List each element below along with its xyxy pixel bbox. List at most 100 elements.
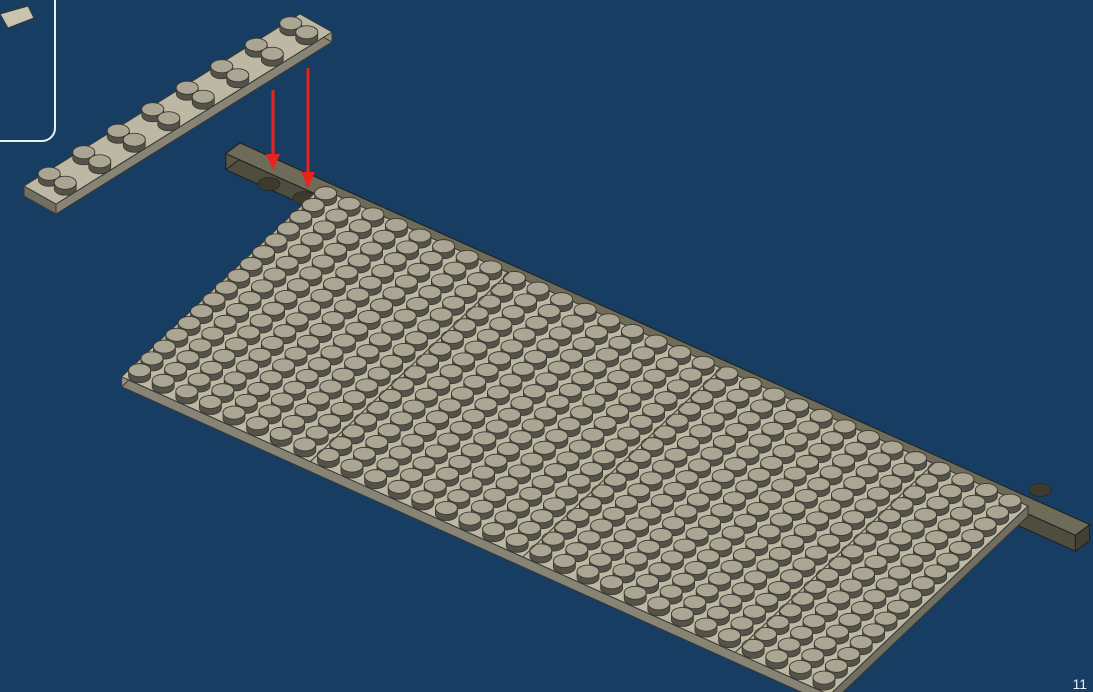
stud-top: [283, 416, 305, 429]
stud-top: [383, 287, 405, 300]
stud-top: [613, 564, 635, 577]
stud-top: [890, 532, 912, 545]
stud-top: [475, 398, 497, 411]
stud-top: [912, 577, 934, 590]
stud-top: [295, 404, 317, 417]
stud-top: [814, 637, 836, 650]
stud-top: [425, 445, 447, 458]
stud-top: [521, 453, 543, 466]
stud-top: [569, 440, 591, 453]
stud-top: [483, 523, 505, 536]
stud-top: [558, 418, 580, 431]
stud-top: [794, 524, 816, 537]
stud-top: [342, 425, 364, 438]
stud-top: [238, 326, 260, 339]
stud-top: [726, 424, 748, 437]
stud-top: [667, 380, 689, 393]
stud-top: [867, 487, 889, 500]
stud-top: [762, 422, 784, 435]
stud-top: [189, 339, 211, 352]
stud-top: [313, 221, 335, 234]
stud-top: [212, 384, 234, 397]
stud-top: [619, 393, 641, 406]
stud-top: [265, 234, 287, 247]
stud-top: [384, 253, 406, 266]
stud-top: [593, 451, 615, 464]
stud-top: [939, 485, 961, 498]
stud-top: [392, 378, 414, 391]
stud-top: [511, 397, 533, 410]
stud-top: [240, 258, 262, 271]
stud-top: [916, 474, 938, 487]
stud-top: [949, 541, 971, 554]
stud-top: [903, 486, 925, 499]
stud-top: [343, 391, 365, 404]
stud-top: [844, 477, 866, 490]
stud-top: [522, 419, 544, 432]
stud-top: [820, 466, 842, 479]
stud-top: [577, 565, 599, 578]
stud-top: [767, 616, 789, 629]
stud-top: [722, 526, 744, 539]
stud-top: [697, 550, 719, 563]
stud-top: [336, 266, 358, 279]
stud-top: [627, 518, 649, 531]
stud-top: [736, 480, 758, 493]
stud-top: [589, 553, 611, 566]
stud-top: [702, 413, 724, 426]
stud-top: [749, 434, 771, 447]
stud-top: [465, 341, 487, 354]
stud-top: [441, 331, 463, 344]
stud-top: [250, 314, 272, 327]
stud-top: [785, 433, 807, 446]
stud-top: [460, 478, 482, 491]
stud-top: [778, 638, 800, 651]
stud-top: [875, 612, 897, 625]
stud-top: [605, 439, 627, 452]
stud-top: [841, 545, 863, 558]
stud-top: [152, 374, 174, 387]
stud-top: [715, 401, 737, 414]
stud-top: [513, 328, 535, 341]
stud-top: [791, 626, 813, 639]
stud-top: [571, 406, 593, 419]
stud-top: [237, 360, 259, 373]
stud-top: [579, 497, 601, 510]
stud-top: [496, 477, 518, 490]
stud-top: [804, 580, 826, 593]
stud-top: [188, 373, 210, 386]
stud-top: [756, 593, 778, 606]
stud-top: [680, 368, 702, 381]
stud-top: [665, 448, 687, 461]
stud-top: [963, 495, 985, 508]
stud-top: [527, 282, 549, 295]
stud-top: [512, 362, 534, 375]
stud-top: [857, 431, 879, 444]
stud-top: [597, 348, 619, 361]
stud-top: [359, 276, 381, 289]
stud-top: [684, 596, 706, 609]
stud-top: [371, 299, 393, 312]
stud-top: [758, 525, 780, 538]
stud-top: [407, 298, 429, 311]
stud-top: [323, 278, 345, 291]
stud-top: [747, 503, 769, 516]
stud-top: [319, 414, 341, 427]
stud-top: [394, 309, 416, 322]
stud-top: [774, 411, 796, 424]
stud-top: [905, 452, 927, 465]
stud-top: [414, 423, 436, 436]
stud-top: [637, 575, 659, 588]
stud-top: [309, 358, 331, 371]
stud-top: [321, 346, 343, 359]
stud-top: [263, 302, 285, 315]
stud-top: [692, 356, 714, 369]
stud-top: [409, 229, 431, 242]
stud-top: [289, 245, 311, 258]
stud-top: [850, 636, 872, 649]
stud-top: [707, 606, 729, 619]
stud-top: [808, 478, 830, 491]
stud-top: [687, 493, 709, 506]
stud-top: [455, 285, 477, 298]
stud-top: [317, 449, 339, 462]
